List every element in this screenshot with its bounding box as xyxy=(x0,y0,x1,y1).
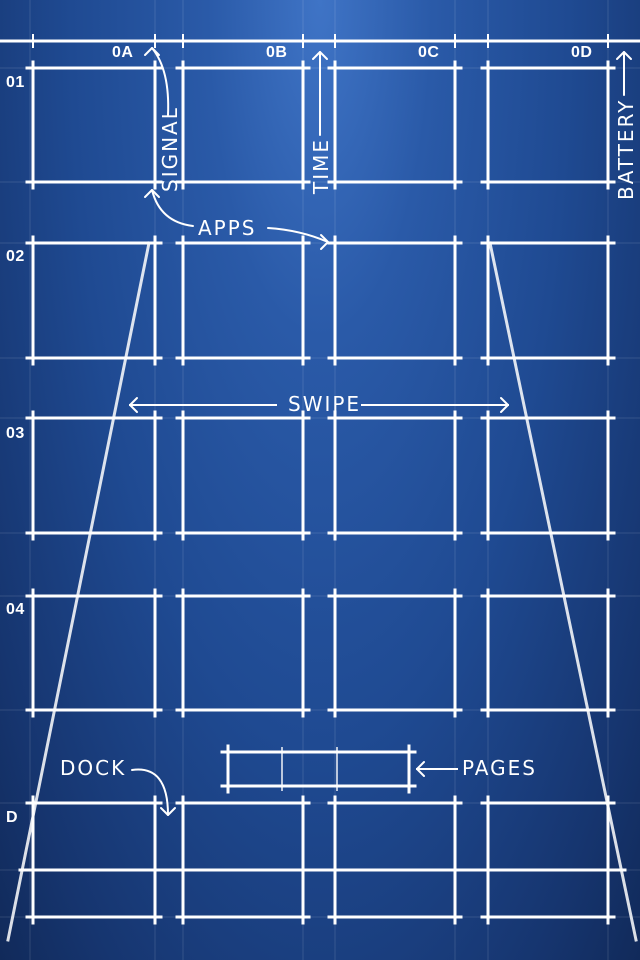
row-label-01: 01 xyxy=(6,74,25,91)
swipe-arrow-right-head xyxy=(500,397,509,413)
column-label-0b: 0B xyxy=(266,44,288,61)
column-label-0c: 0C xyxy=(418,44,440,61)
battery-annotation: BATTERY xyxy=(614,98,638,200)
column-label-0a: 0A xyxy=(112,44,134,61)
row-label-03: 03 xyxy=(6,425,25,442)
apps-annotation: APPS xyxy=(198,216,257,240)
row-label-02: 02 xyxy=(6,248,25,265)
perspective-line xyxy=(6,241,151,942)
apps-arrow-left-head xyxy=(144,189,160,198)
row-label-04: 04 xyxy=(6,601,25,618)
column-label-0d: 0D xyxy=(571,44,593,61)
battery-arrow-head xyxy=(616,51,632,60)
time-annotation: TIME xyxy=(309,137,333,194)
signal-annotation: SIGNAL xyxy=(158,106,182,192)
time-arrow-head xyxy=(312,51,328,60)
apps-arrow-left xyxy=(151,189,194,227)
pages-annotation: PAGES xyxy=(462,756,537,780)
row-label-dock: D xyxy=(6,809,19,826)
dock-arrow-head xyxy=(160,807,176,816)
signal-arrow-head xyxy=(144,47,160,56)
pages-arrow-head xyxy=(416,761,425,777)
dock-arrow xyxy=(131,768,169,816)
perspective-line xyxy=(488,241,638,942)
apps-arrow-right xyxy=(267,227,329,243)
dock-annotation: DOCK xyxy=(60,756,127,780)
swipe-arrow-left-head xyxy=(129,397,138,413)
swipe-annotation: SWIPE xyxy=(288,392,362,416)
apps-arrow-right-head xyxy=(320,234,329,250)
